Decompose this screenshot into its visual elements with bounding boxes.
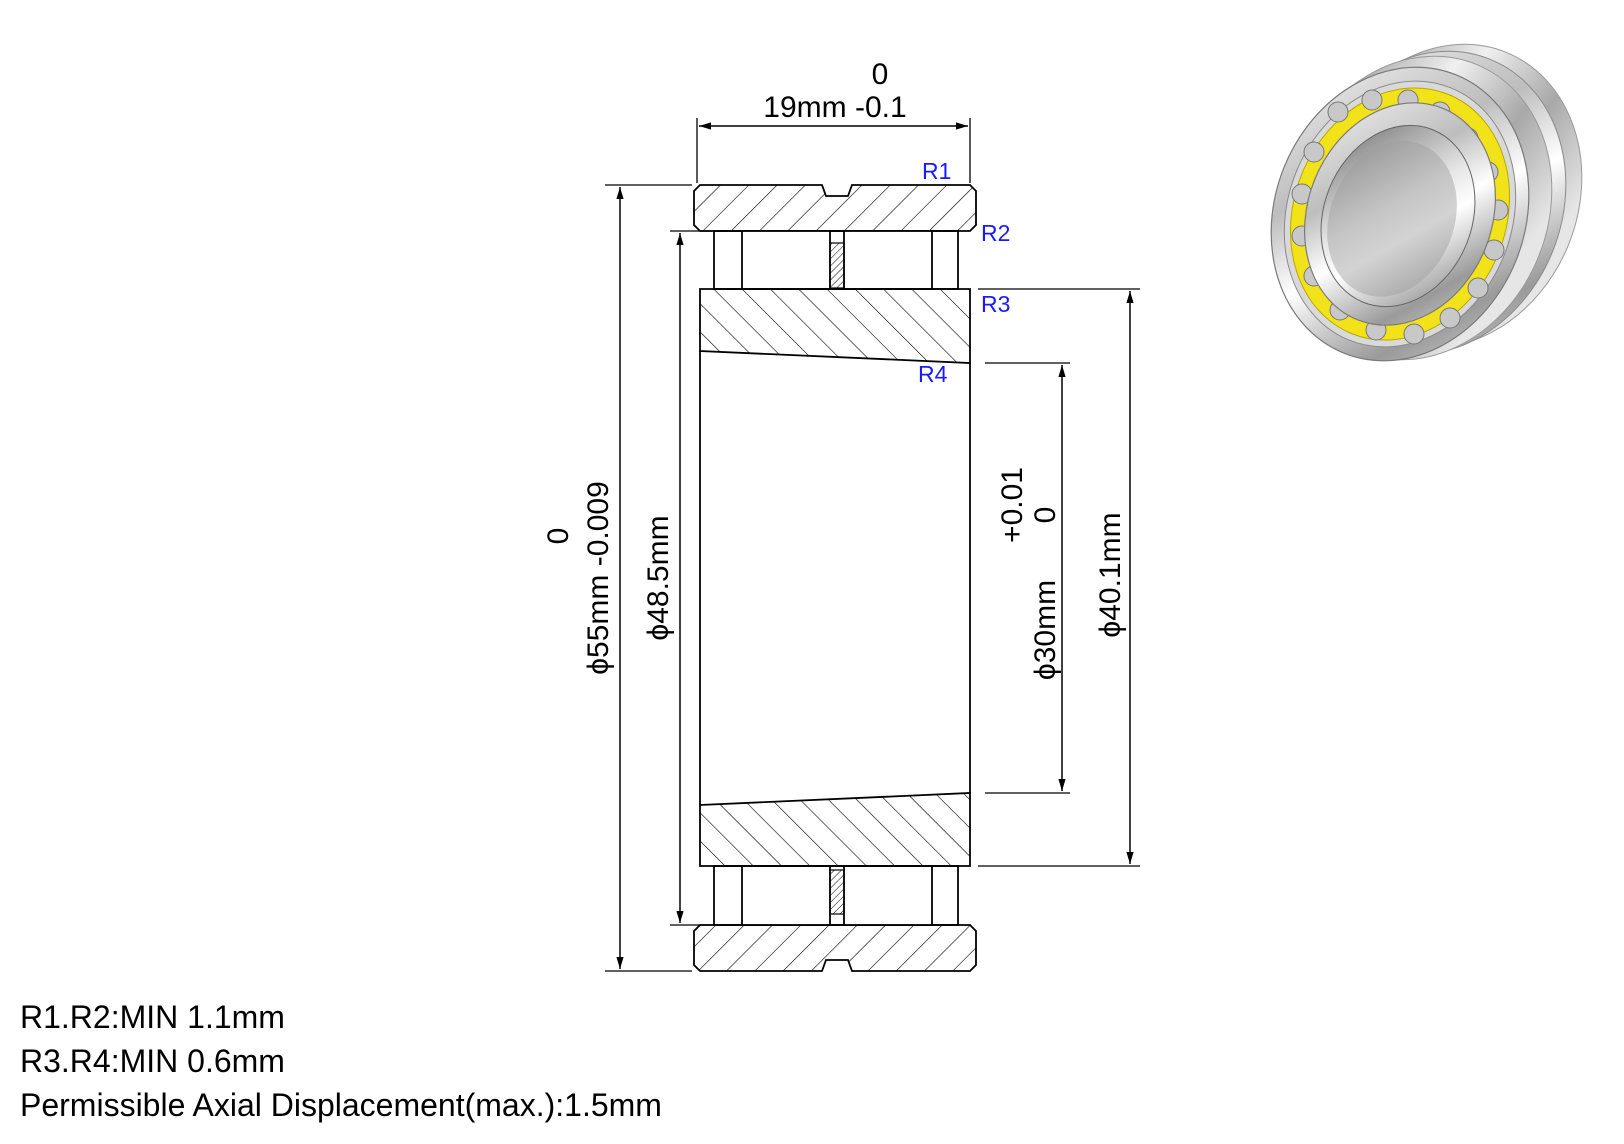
radius-label-r1: R1 — [922, 158, 951, 184]
roller-diameter: ϕ48.5mm — [642, 515, 675, 640]
radius-label-r2: R2 — [981, 220, 1010, 246]
width-tolerance-upper: 0 — [872, 58, 889, 91]
outer-tolerance-upper: 0 — [542, 528, 575, 545]
outer-ring-bottom — [693, 924, 977, 972]
bore-tolerance-lower: 0 — [1029, 507, 1062, 524]
bore-outline — [699, 351, 971, 805]
rollers-bottom — [713, 865, 959, 926]
radius-label-r3: R3 — [981, 291, 1010, 317]
bore-diameter: ϕ30mm — [1029, 580, 1062, 680]
rollers-top — [713, 230, 959, 290]
notes: R1.R2:MIN 1.1mm R3.R4:MIN 0.6mm Permissi… — [20, 995, 662, 1127]
outer-diameter: ϕ55mm -0.009 — [582, 481, 615, 675]
note-r1-r2: R1.R2:MIN 1.1mm — [20, 999, 285, 1035]
outer-ring-top — [693, 184, 977, 232]
radius-label-r4: R4 — [918, 361, 948, 387]
note-axial-displacement: Permissible Axial Displacement(max.):1.5… — [20, 1087, 662, 1123]
extension-lines — [605, 118, 1140, 972]
dimension-lines — [616, 122, 1134, 969]
bore-tolerance-upper: +0.01 — [996, 467, 1029, 543]
inner-ring-top — [699, 288, 971, 364]
note-r3-r4: R3.R4:MIN 0.6mm — [20, 1043, 285, 1079]
bearing-3d-render — [1270, 43, 1583, 362]
inner-ring-bottom — [699, 792, 971, 867]
taper-diameter: ϕ40.1mm — [1094, 512, 1127, 637]
width-dimension: 19mm -0.1 — [763, 91, 906, 124]
